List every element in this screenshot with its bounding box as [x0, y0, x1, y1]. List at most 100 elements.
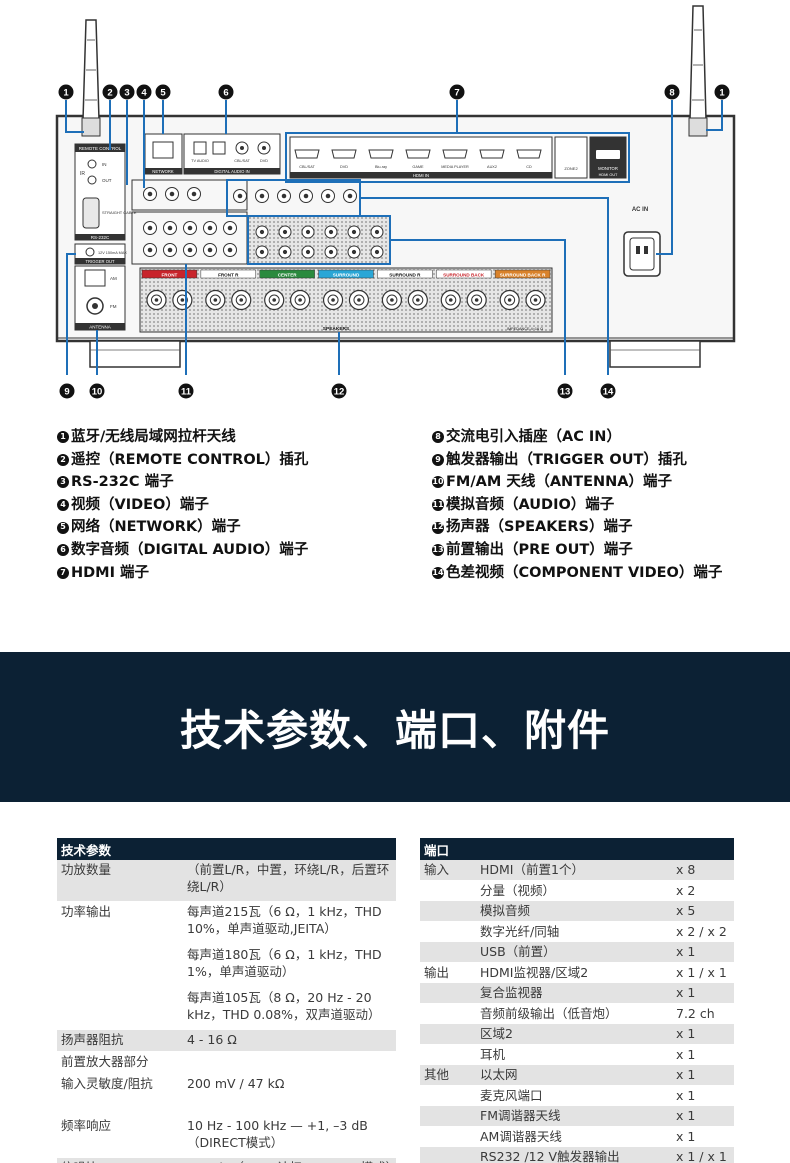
speakers-section: FRONT FRONT R CENTER SURROUND SURROUND R SURR…: [139, 267, 553, 333]
svg-text:12V 150mA MAX: 12V 150mA MAX: [98, 251, 127, 255]
callout-badge: 6: [218, 84, 234, 100]
svg-text:FRONT R: FRONT R: [218, 273, 239, 278]
speaker-terminal-group: FRONT: [141, 269, 198, 311]
legend-text: 模拟音频（AUDIO）端子: [446, 496, 615, 513]
antenna-terminal-section: AM FM ANTENNA: [74, 265, 126, 331]
svg-text:AM: AM: [110, 276, 117, 281]
banner-title: 技术参数、端口、附件: [179, 705, 610, 755]
port-name: 分量（视频）: [476, 880, 672, 902]
tech-spec-value-line: 10 Hz - 100 kHz — +1, –3 dB（DIRECT模式）: [187, 1118, 368, 1150]
hdmi-input-port: AUX2: [479, 149, 505, 169]
tech-spec-label: 扬声器阻抗: [57, 1029, 183, 1052]
port-name: 区域2: [476, 1023, 672, 1045]
legend-number-badge: 2: [57, 453, 69, 466]
svg-text:SURROUND BACK: SURROUND BACK: [443, 273, 485, 278]
port-qty: x 1: [672, 1023, 735, 1045]
tech-spec-value-line: 每声道180瓦（6 Ω，1 kHz，THD 1%，单声道驱动）: [187, 947, 382, 979]
svg-text:SURROUND BACK R: SURROUND BACK R: [500, 273, 546, 278]
svg-text:10: 10: [92, 387, 103, 398]
tech-spec-label: 功放数量: [57, 860, 183, 902]
tech-spec-value-line: （前置L/R，中置，环绕L/R，后置环绕L/R）: [187, 862, 390, 894]
ports-header: 端口: [420, 838, 735, 860]
tech-spec-value: 100 dB（IHF-A计权，DIRECT模式）: [183, 1157, 398, 1163]
svg-text:12: 12: [334, 387, 345, 398]
tech-spec-row: 功率输出每声道215瓦（6 Ω，1 kHz，THD 10%，单声道驱动,JEIT…: [57, 901, 397, 1030]
legend-text: 数字音频（DIGITAL AUDIO）端子: [71, 541, 309, 558]
port-qty: x 1: [672, 1064, 735, 1086]
svg-text:MONITOR: MONITOR: [598, 166, 618, 171]
foot-right: [609, 340, 701, 368]
svg-text:HDMI IN: HDMI IN: [413, 173, 429, 178]
svg-text:NETWORK: NETWORK: [152, 169, 174, 174]
legend-number-badge: 12: [432, 521, 444, 534]
port-group: [420, 1085, 476, 1107]
hdmi-input-port: GAME: [405, 149, 431, 169]
port-group: [420, 982, 476, 1004]
antenna-right: [688, 5, 708, 137]
svg-text:ANTENNA: ANTENNA: [89, 325, 111, 330]
svg-text:CBL/SAT: CBL/SAT: [234, 159, 250, 163]
port-name: USB（前置）: [476, 941, 672, 963]
svg-text:8: 8: [669, 88, 674, 99]
port-name: 麦克风端口: [476, 1085, 672, 1107]
svg-text:CBL/SAT: CBL/SAT: [299, 165, 315, 169]
callout-badge: 1: [58, 84, 74, 100]
port-qty: x 2: [672, 880, 735, 902]
svg-text:5: 5: [160, 88, 166, 99]
tech-spec-value-line: [187, 1054, 392, 1071]
svg-text:MEDIA PLAYER: MEDIA PLAYER: [441, 165, 469, 169]
callout-badge: 9: [59, 383, 75, 399]
svg-text:2: 2: [107, 88, 112, 99]
svg-text:SURROUND: SURROUND: [333, 273, 360, 278]
svg-text:AUX2: AUX2: [487, 165, 497, 169]
legend-text: 触发器输出（TRIGGER OUT）插孔: [446, 451, 687, 468]
legend-number-badge: 1: [57, 431, 69, 444]
svg-text:9: 9: [64, 387, 69, 398]
port-qty: x 1: [672, 1085, 735, 1107]
legend-text: RS-232C 端子: [71, 474, 174, 491]
callout-badge: 10: [89, 383, 105, 399]
port-group: [420, 1023, 476, 1045]
hdmi-input-port: Blu-ray: [368, 149, 394, 169]
port-name: 复合监视器: [476, 982, 672, 1004]
svg-text:7: 7: [454, 88, 459, 99]
port-group: 其他: [420, 1064, 476, 1086]
legend-number-badge: 13: [432, 544, 444, 557]
pre-out-section: [247, 215, 391, 265]
tech-spec-label: 频率响应: [57, 1115, 183, 1158]
port-name: 以太网: [476, 1064, 672, 1086]
svg-text:TV AUDIO: TV AUDIO: [191, 159, 209, 163]
port-group: [420, 880, 476, 902]
svg-text:CENTER: CENTER: [278, 273, 298, 278]
tech-spec-label: 功率输出: [57, 901, 183, 1030]
legend-text: 网络（NETWORK）端子: [71, 519, 241, 536]
port-group: [420, 1003, 476, 1025]
legend-number-badge: 8: [432, 431, 444, 444]
svg-text:1: 1: [719, 88, 725, 99]
svg-text:IMPEDANCE 4~16 Ω: IMPEDANCE 4~16 Ω: [507, 327, 543, 331]
tech-spec-value: 每声道215瓦（6 Ω，1 kHz，THD 10%，单声道驱动,JEITA）每声…: [183, 901, 397, 1030]
digital-audio-section: TV AUDIO CBL/SAT DVD DIGITAL AUDIO IN: [183, 133, 281, 175]
port-name: AM调谐器天线: [476, 1126, 672, 1148]
tech-spec-value: 200 mV / 47 kΩ: [183, 1073, 397, 1116]
port-group: [420, 1146, 476, 1163]
port-name: FM调谐器天线: [476, 1105, 672, 1127]
port-group: 输入: [420, 860, 476, 881]
speaker-terminal-group: SURROUND R: [377, 269, 433, 311]
port-qty: x 1: [672, 982, 735, 1004]
port-group: [420, 941, 476, 963]
svg-text:4: 4: [141, 88, 147, 99]
tech-spec-value-line: 100 dB（IHF-A计权，DIRECT模式）: [187, 1160, 398, 1163]
tech-specs-header: 技术参数: [57, 838, 397, 860]
port-qty: x 1 / x 1: [672, 1146, 735, 1163]
port-group: [420, 900, 476, 922]
port-name: HDMI（前置1个）: [476, 860, 672, 881]
legend-number-badge: 10: [432, 476, 444, 489]
